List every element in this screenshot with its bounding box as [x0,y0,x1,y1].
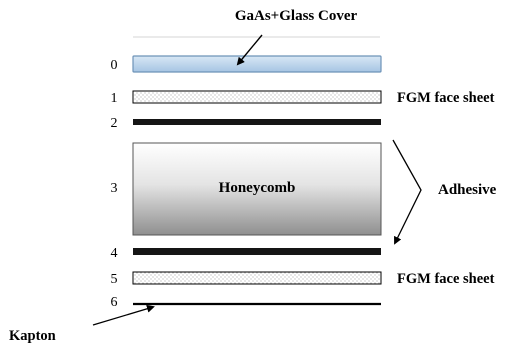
honeycomb-label: Honeycomb [219,180,296,196]
layer-number-4: 4 [111,246,118,261]
layer-fgm-top [132,90,382,104]
fgm-top-label: FGM face sheet [397,90,495,106]
layer-number-5: 5 [111,272,118,287]
layer-number-0: 0 [111,58,118,73]
layer-number-1: 1 [111,91,118,106]
layer-adhesive-top [133,119,381,125]
kapton-arrow [92,304,155,326]
layer-fgm-bottom [132,271,382,285]
fgm-bottom-label: FGM face sheet [397,271,495,287]
kapton-label: Kapton [9,328,56,344]
layer-number-3: 3 [111,181,118,196]
layer-cover [132,55,382,73]
cover-arrow [236,34,263,66]
adhesive-bracket [392,139,422,245]
top-cover-label: GaAs+Glass Cover [235,8,358,24]
layer-honeycomb [132,142,382,236]
layer-adhesive-bottom [133,248,381,255]
adhesive-label: Adhesive [438,182,497,198]
layer-number-2: 2 [111,116,118,131]
layer-number-6: 6 [111,295,118,310]
